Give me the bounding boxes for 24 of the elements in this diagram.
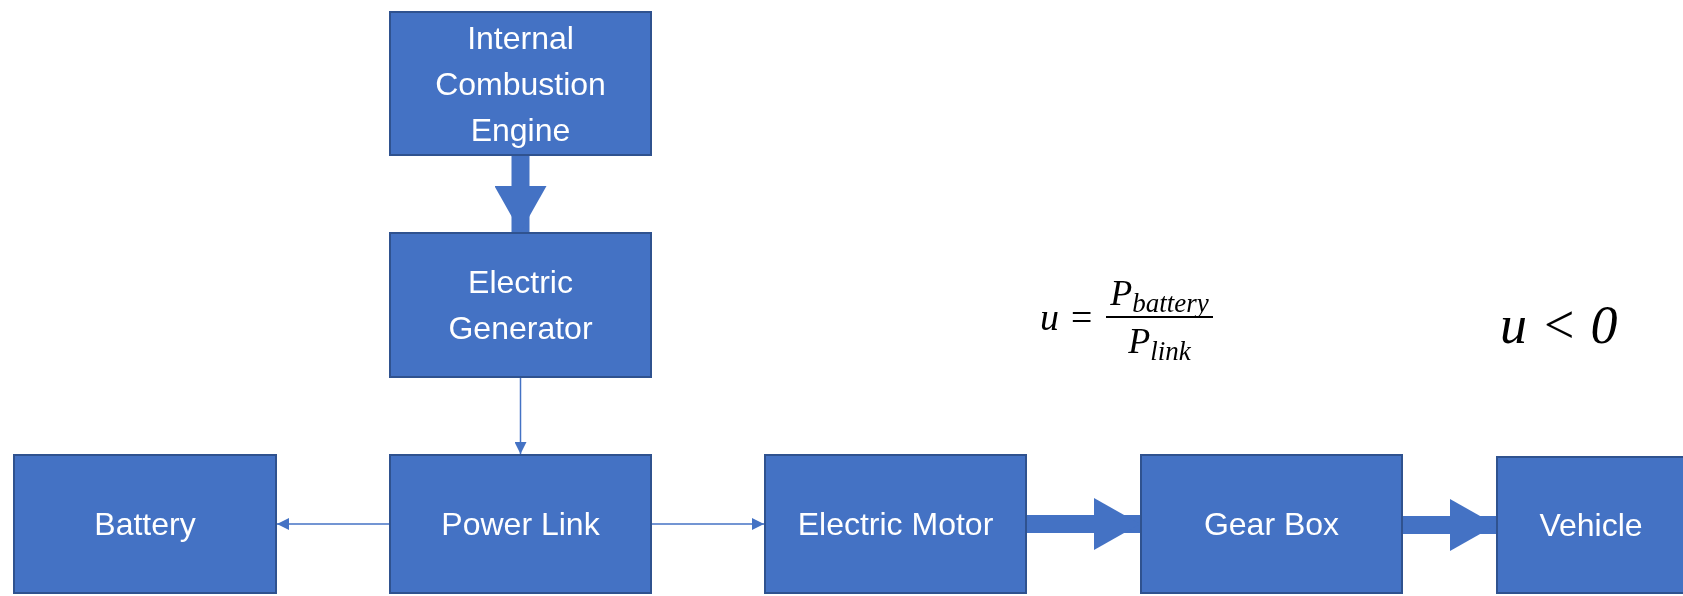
arrow [494,156,547,232]
process-box [764,454,1027,594]
formula-text: u < 0 [1500,294,1618,357]
box-label: Gear Box [1203,505,1340,544]
process-box [1140,454,1403,594]
process-box [13,454,277,594]
process-box [389,454,652,594]
arrow [1403,499,1496,551]
box-label: Vehicle [1539,506,1643,545]
process-box [389,232,652,378]
fraction-denominator: P$_{link}$ [1127,320,1192,364]
box-label: Power Link [441,505,600,544]
fraction-numerator: P$_{battery}$ [1109,272,1210,316]
box-label: Electric Generator [447,263,594,348]
arrow [276,518,390,530]
box-label: Battery [94,505,196,544]
formula-text: u = [1040,294,1095,340]
box-label: Internal Combustion Engine [434,18,607,150]
process-box [389,11,652,156]
box-label: Electric Motor [797,505,994,544]
arrow [651,518,765,530]
process-box [1496,456,1683,594]
arrow [514,377,527,455]
arrow [1027,498,1140,550]
